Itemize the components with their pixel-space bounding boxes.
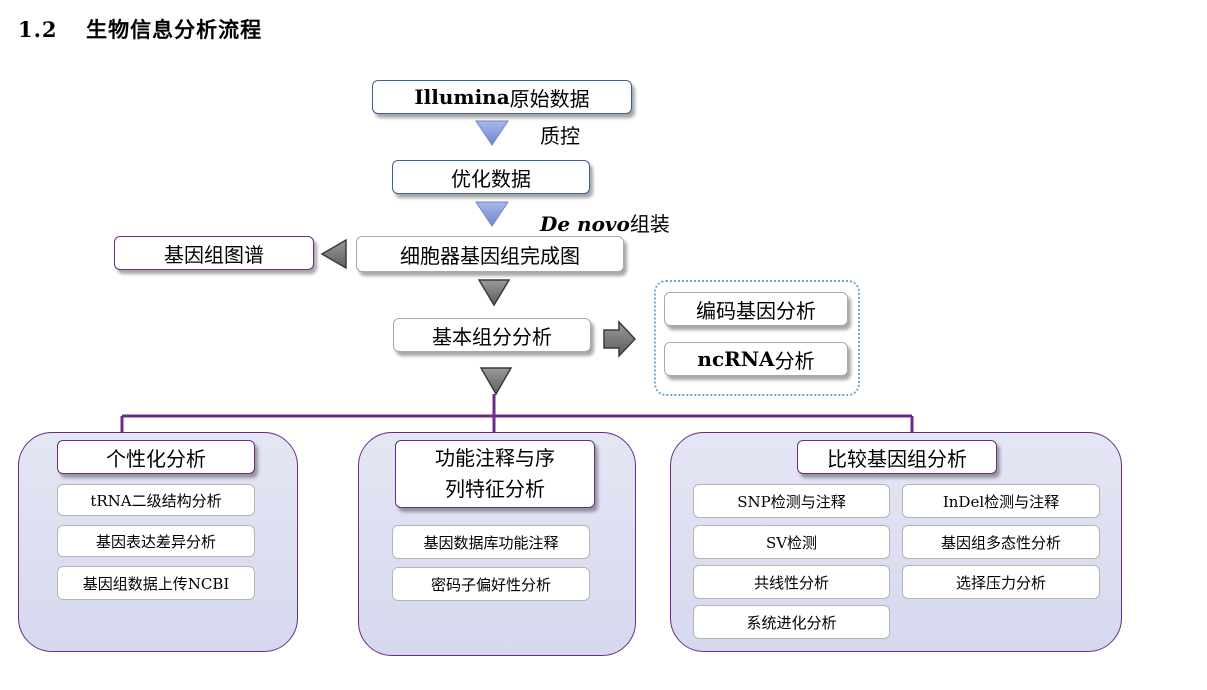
section-number: 1.2	[18, 17, 58, 42]
comparative-item: 基因组多态性分析	[902, 525, 1100, 559]
comparative-item: 选择压力分析	[902, 565, 1100, 599]
genome-map-box: 基因组图谱	[114, 236, 314, 270]
item-text: 选择压力分析	[955, 573, 1046, 592]
comparative-item: 共线性分析	[693, 565, 890, 599]
personalized-item: 基因组数据上传NCBI	[57, 566, 255, 600]
item-text: 基因数据库功能注释	[423, 533, 559, 552]
comparative-item: InDel检测与注释	[902, 484, 1100, 518]
arrow-down-assembly	[475, 201, 509, 227]
functional-title-line2: 列特征分析	[445, 477, 545, 501]
optimized-data-text: 优化数据	[451, 166, 531, 191]
arrow-down-basic	[477, 279, 511, 307]
item-text: 系统进化分析	[746, 613, 837, 632]
item-text: 密码子偏好性分析	[430, 575, 551, 594]
ncrna-text: 分析	[774, 348, 815, 373]
ncrna-label: ncRNA	[697, 347, 775, 371]
coding-gene-analysis-text: 编码基因分析	[696, 298, 816, 323]
comparative-item: 系统进化分析	[693, 605, 890, 639]
assembly-method: De novo	[540, 212, 630, 236]
item-text: 基因组多态性分析	[940, 533, 1061, 552]
item-text: 共线性分析	[753, 573, 829, 592]
functional-annotation-title: 功能注释与序 列特征分析	[395, 440, 595, 508]
item-text: 基因表达差异分析	[95, 532, 216, 551]
qc-label: 质控	[540, 124, 580, 148]
genome-map-text: 基因组图谱	[164, 242, 264, 267]
organelle-map-box: 细胞器基因组完成图	[356, 236, 624, 272]
assembly-label: De novo组装	[540, 208, 670, 237]
section-heading: 1.2 生物信息分析流程	[18, 14, 262, 44]
raw-data-platform: Illumina	[414, 85, 510, 109]
functional-item: 密码子偏好性分析	[392, 567, 590, 601]
basic-analysis-box: 基本组分分析	[393, 318, 591, 352]
raw-data-text: 原始数据	[509, 86, 590, 111]
arrow-down-qc	[475, 120, 509, 146]
coding-gene-analysis-box: 编码基因分析	[664, 292, 848, 326]
comparative-item: SNP检测与注释	[693, 484, 890, 518]
comparative-title-text: 比较基因组分析	[827, 446, 967, 471]
personalized-analysis-title-text: 个性化分析	[106, 446, 206, 471]
comparative-item: SV检测	[693, 525, 890, 559]
assembly-text: 组装	[629, 212, 670, 236]
item-text: tRNA二级结构分析	[90, 491, 222, 510]
organelle-map-text: 细胞器基因组完成图	[400, 243, 580, 268]
functional-title-line1: 功能注释与序	[435, 446, 555, 470]
personalized-item: 基因表达差异分析	[57, 525, 255, 557]
item-text: SV检测	[765, 533, 818, 552]
arrow-right-extra	[603, 320, 637, 358]
optimized-data-box: 优化数据	[392, 160, 590, 194]
item-text: SNP检测与注释	[737, 492, 846, 511]
personalized-analysis-title: 个性化分析	[57, 440, 255, 474]
functional-item: 基因数据库功能注释	[392, 525, 590, 559]
basic-analysis-text: 基本组分分析	[432, 324, 552, 349]
personalized-item: tRNA二级结构分析	[57, 484, 255, 516]
arrow-left-genome-map	[320, 238, 347, 270]
section-title: 生物信息分析流程	[86, 17, 263, 42]
comparative-genomics-title: 比较基因组分析	[797, 440, 997, 474]
arrow-down-branch	[479, 367, 513, 396]
item-text: 基因组数据上传NCBI	[82, 574, 230, 593]
item-text: InDel检测与注释	[942, 492, 1060, 511]
